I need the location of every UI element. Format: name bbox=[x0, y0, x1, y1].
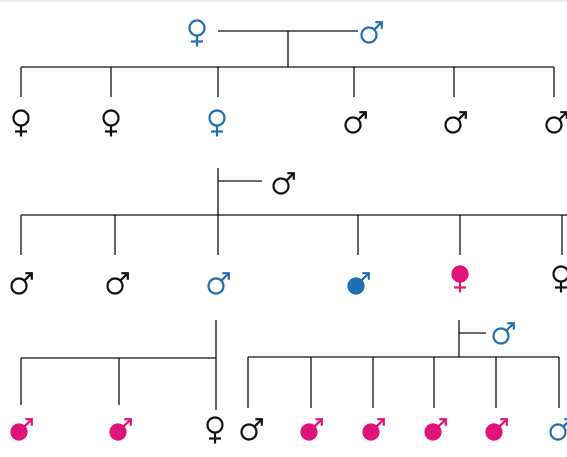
gen2-child-female-symbol-icon bbox=[552, 265, 567, 293]
gen1-child-male-symbol-icon bbox=[444, 111, 467, 134]
gen1-child-male-symbol-icon bbox=[545, 111, 567, 134]
gen1-child-female-symbol-icon bbox=[208, 109, 226, 137]
gen2-spouse-male-symbol-icon bbox=[272, 172, 295, 195]
gen3-left-child-male-symbol-icon bbox=[10, 418, 33, 441]
gen3-left-child-male-symbol-icon bbox=[109, 418, 132, 441]
pedigree-symbols bbox=[10, 19, 567, 444]
gen2-child-male-symbol-icon bbox=[10, 272, 33, 295]
gen3-right-child-male-symbol-icon bbox=[362, 418, 385, 441]
gen1-parent-female-symbol-icon bbox=[188, 19, 206, 47]
gen3-right-spouse-male-symbol-icon bbox=[492, 322, 515, 345]
gen1-child-female-symbol-icon bbox=[102, 109, 120, 137]
gen2-child-male-symbol-icon bbox=[106, 272, 129, 295]
gen2-child-male-symbol-icon bbox=[347, 272, 370, 295]
gen2-child-male-symbol-icon bbox=[207, 272, 230, 295]
gen3-right-lines bbox=[247, 320, 560, 408]
gen3-right-child-male-symbol-icon bbox=[300, 418, 323, 441]
gen3-right-child-male-symbol-icon bbox=[424, 418, 447, 441]
gen3-right-child-male-symbol-icon bbox=[485, 418, 508, 441]
gen2-lines bbox=[20, 168, 567, 255]
gen1-child-female-symbol-icon bbox=[12, 109, 30, 137]
gen3-right-child-male-symbol-icon bbox=[240, 418, 263, 441]
gen1-parent-male-symbol-icon bbox=[360, 21, 383, 44]
gen3-right-child-male-symbol-icon bbox=[549, 418, 567, 441]
gen3-left-lines bbox=[20, 320, 217, 410]
gen1-child-male-symbol-icon bbox=[344, 111, 367, 134]
gen2-child-female-symbol-icon bbox=[451, 265, 469, 293]
gen3-left-child-female-symbol-icon bbox=[206, 416, 224, 444]
gen1-lines bbox=[20, 30, 555, 97]
